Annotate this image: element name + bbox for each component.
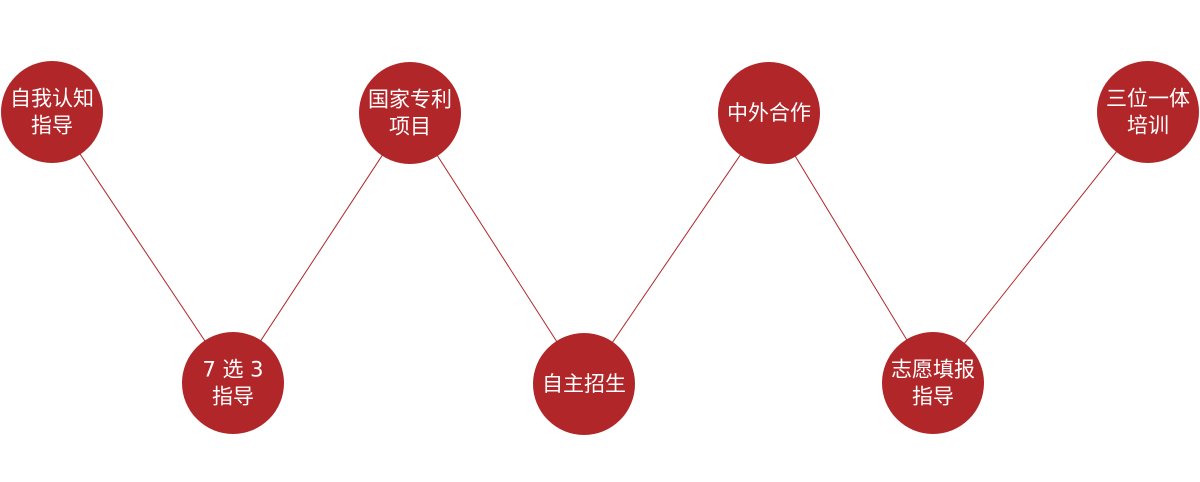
node-label: 国家专利: [368, 88, 452, 112]
node-circle: [1097, 61, 1199, 163]
node-label: 培训: [1127, 114, 1169, 138]
node-label: 指导: [212, 385, 254, 409]
connector-line: [932, 111, 1149, 384]
node-circle: [182, 332, 284, 434]
node-circle: [533, 333, 635, 435]
connector-line: [232, 112, 411, 384]
connector-line: [768, 112, 934, 384]
node-label: 三位一体: [1106, 87, 1190, 111]
node-label: 指导: [912, 385, 954, 409]
node-label: 志愿填报: [891, 358, 975, 382]
node-sino-foreign: 中外合作: [718, 62, 820, 164]
node-independent-admission: 自主招生: [533, 333, 635, 435]
node-circle: [359, 62, 461, 164]
connector-line: [409, 112, 585, 385]
node-label: 自我认知: [10, 87, 94, 111]
node-circle: [718, 62, 820, 164]
node-label: 指导: [31, 114, 73, 138]
node-select-7-3: 7 选 3 指导: [182, 332, 284, 434]
node-label: 自主招生: [542, 372, 626, 396]
node-circle: [882, 332, 984, 434]
node-label: 项目: [389, 115, 431, 139]
connector-line: [583, 112, 770, 385]
node-label: 中外合作: [727, 101, 811, 125]
node-circle: [1, 61, 103, 163]
connector-line: [51, 111, 234, 384]
node-label: 7 选 3: [202, 358, 263, 382]
connector-lines: [51, 111, 1149, 385]
